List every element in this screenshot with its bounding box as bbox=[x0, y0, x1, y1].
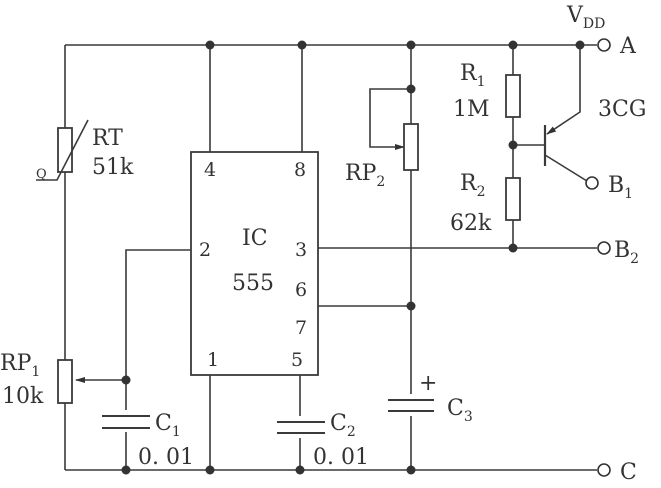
c1-value: 0. 01 bbox=[138, 445, 194, 470]
rp2-label: RP2 bbox=[345, 161, 385, 190]
thermistor-slash bbox=[36, 119, 89, 181]
pin-7: 7 bbox=[295, 317, 307, 339]
resistor-r1 bbox=[505, 74, 521, 118]
ic-label: IC bbox=[242, 226, 268, 251]
r1-label: R1 bbox=[460, 61, 486, 90]
c2-label: C2 bbox=[330, 411, 356, 440]
resistor-r2 bbox=[505, 177, 521, 221]
pin-3: 3 bbox=[295, 239, 307, 261]
pin-2: 2 bbox=[199, 239, 211, 261]
junction-dots bbox=[121, 40, 585, 475]
pin-6: 6 bbox=[295, 279, 307, 301]
vdd-label: VDD bbox=[566, 3, 605, 32]
c3-plus: + bbox=[419, 371, 437, 396]
rp1-label: RP1 bbox=[0, 351, 40, 380]
rp1-value: 10k bbox=[2, 384, 44, 409]
terminal-b1-label: B1 bbox=[608, 173, 633, 202]
ic-type: 555 bbox=[232, 271, 274, 296]
r2-value: 62k bbox=[450, 211, 492, 236]
c1-label: C1 bbox=[155, 411, 181, 440]
c2-value: 0. 01 bbox=[313, 445, 369, 470]
terminal-c-label: C bbox=[620, 460, 637, 485]
capacitor-c2 bbox=[275, 416, 327, 438]
r2-label: R2 bbox=[460, 171, 486, 200]
terminal-a bbox=[597, 38, 611, 52]
rt-q-label: Q bbox=[36, 167, 47, 182]
c3-label: C3 bbox=[447, 396, 473, 425]
terminal-b2 bbox=[597, 241, 611, 255]
rt-label: RT bbox=[92, 126, 123, 151]
rt-value: 51k bbox=[92, 155, 134, 180]
pin-4: 4 bbox=[204, 159, 216, 181]
pin-8: 8 bbox=[294, 159, 306, 181]
capacitor-c1 bbox=[100, 410, 152, 432]
potentiometer-rp2 bbox=[403, 123, 419, 171]
terminal-b2-label: B2 bbox=[614, 238, 639, 267]
terminal-c bbox=[597, 463, 611, 477]
potentiometer-rp1 bbox=[57, 359, 73, 404]
terminal-a-label: A bbox=[619, 34, 637, 59]
pin-5: 5 bbox=[291, 349, 303, 371]
r1-value: 1M bbox=[453, 97, 490, 122]
pin-1: 1 bbox=[207, 349, 219, 371]
capacitor-c3 bbox=[386, 394, 438, 416]
ic-555 bbox=[190, 151, 319, 376]
terminal-b1 bbox=[585, 176, 599, 190]
transistor-label: 3CG bbox=[598, 97, 646, 122]
